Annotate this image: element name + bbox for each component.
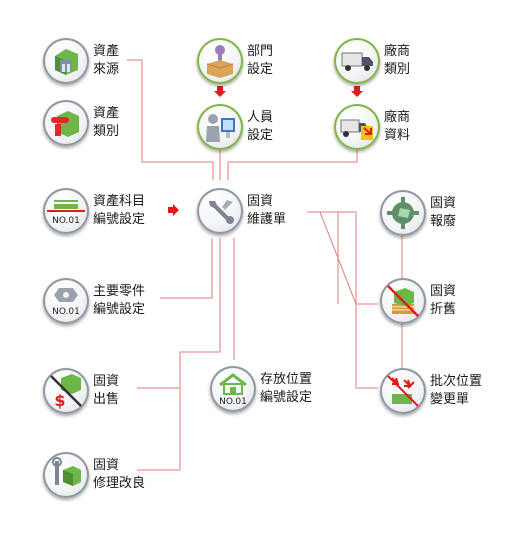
batch-move-icon: [380, 368, 426, 414]
depreciation-icon: [380, 278, 426, 324]
node-vendor-data-label-2: 資料: [384, 128, 411, 143]
node-repair-label-2: 修理改良: [93, 476, 146, 491]
node-sale-label-2: 出售: [93, 392, 120, 407]
truck-icon: [334, 38, 380, 84]
vendor-truck-icon: [334, 104, 380, 150]
node-staff-setting-label-1: 人員: [247, 110, 274, 125]
wrench-icon: [197, 188, 243, 234]
node-asset-category-label-2: 類別: [93, 124, 120, 139]
house-icon: NO.01: [210, 366, 256, 412]
node-vendor-data-label-1: 廠商: [384, 110, 411, 125]
node-scrap-label-2: 報廢: [430, 214, 457, 229]
node-parts-code-label-1: 主要零件: [93, 284, 146, 299]
department-icon: [197, 38, 243, 84]
asset-category-icon: [43, 100, 89, 146]
node-asset-category-label-1: 資產: [93, 106, 120, 121]
arrow-down-icon: [351, 86, 363, 97]
sale-icon: $: [43, 368, 89, 414]
node-parts-code-label-2: 編號設定: [93, 302, 146, 317]
node-repair-label-1: 固資: [93, 458, 120, 473]
node-sale-label-1: 固資: [93, 374, 120, 389]
node-asset-source-label-2: 來源: [93, 62, 120, 77]
node-dept-setting-label-1: 部門: [247, 44, 274, 59]
node-batch-location-label-2: 變更單: [430, 392, 470, 407]
account-code-badge: NO.01: [52, 216, 80, 226]
asset-source-icon: [43, 38, 89, 84]
node-asset-source-label-1: 資產: [93, 44, 120, 59]
node-batch-location-label-1: 批次位置: [430, 374, 483, 389]
node-account-code-label-2: 編號設定: [93, 212, 146, 227]
node-location-code-label-2: 編號設定: [260, 390, 313, 405]
node-depreciation-label-2: 折舊: [430, 302, 457, 317]
repair-tools-icon: [43, 452, 89, 498]
node-staff-setting-label-2: 設定: [247, 128, 274, 143]
arrow-down-icon: [214, 86, 226, 97]
node-dept-setting-label-2: 設定: [247, 62, 274, 77]
scrap-gear-icon: [380, 190, 426, 236]
node-vendor-category-label-1: 廠商: [384, 44, 411, 59]
svg-text:$: $: [54, 391, 65, 410]
node-location-code-label-1: 存放位置: [260, 372, 313, 387]
node-vendor-category-label-2: 類別: [384, 62, 411, 77]
node-scrap-label-1: 固資: [430, 196, 457, 211]
staff-icon: [197, 104, 243, 150]
node-depreciation-label-1: 固資: [430, 284, 457, 299]
location-code-badge: NO.01: [219, 397, 247, 407]
arrow-right-icon: [168, 204, 179, 216]
node-maintenance-label-1: 固資: [247, 194, 274, 209]
node-maintenance-label-2: 維護單: [247, 212, 287, 227]
number-badge-icon: NO.01: [43, 188, 89, 234]
nut-icon: NO.01: [43, 278, 89, 324]
parts-code-badge: NO.01: [52, 307, 80, 317]
node-account-code-label-1: 資產科目: [93, 194, 146, 209]
